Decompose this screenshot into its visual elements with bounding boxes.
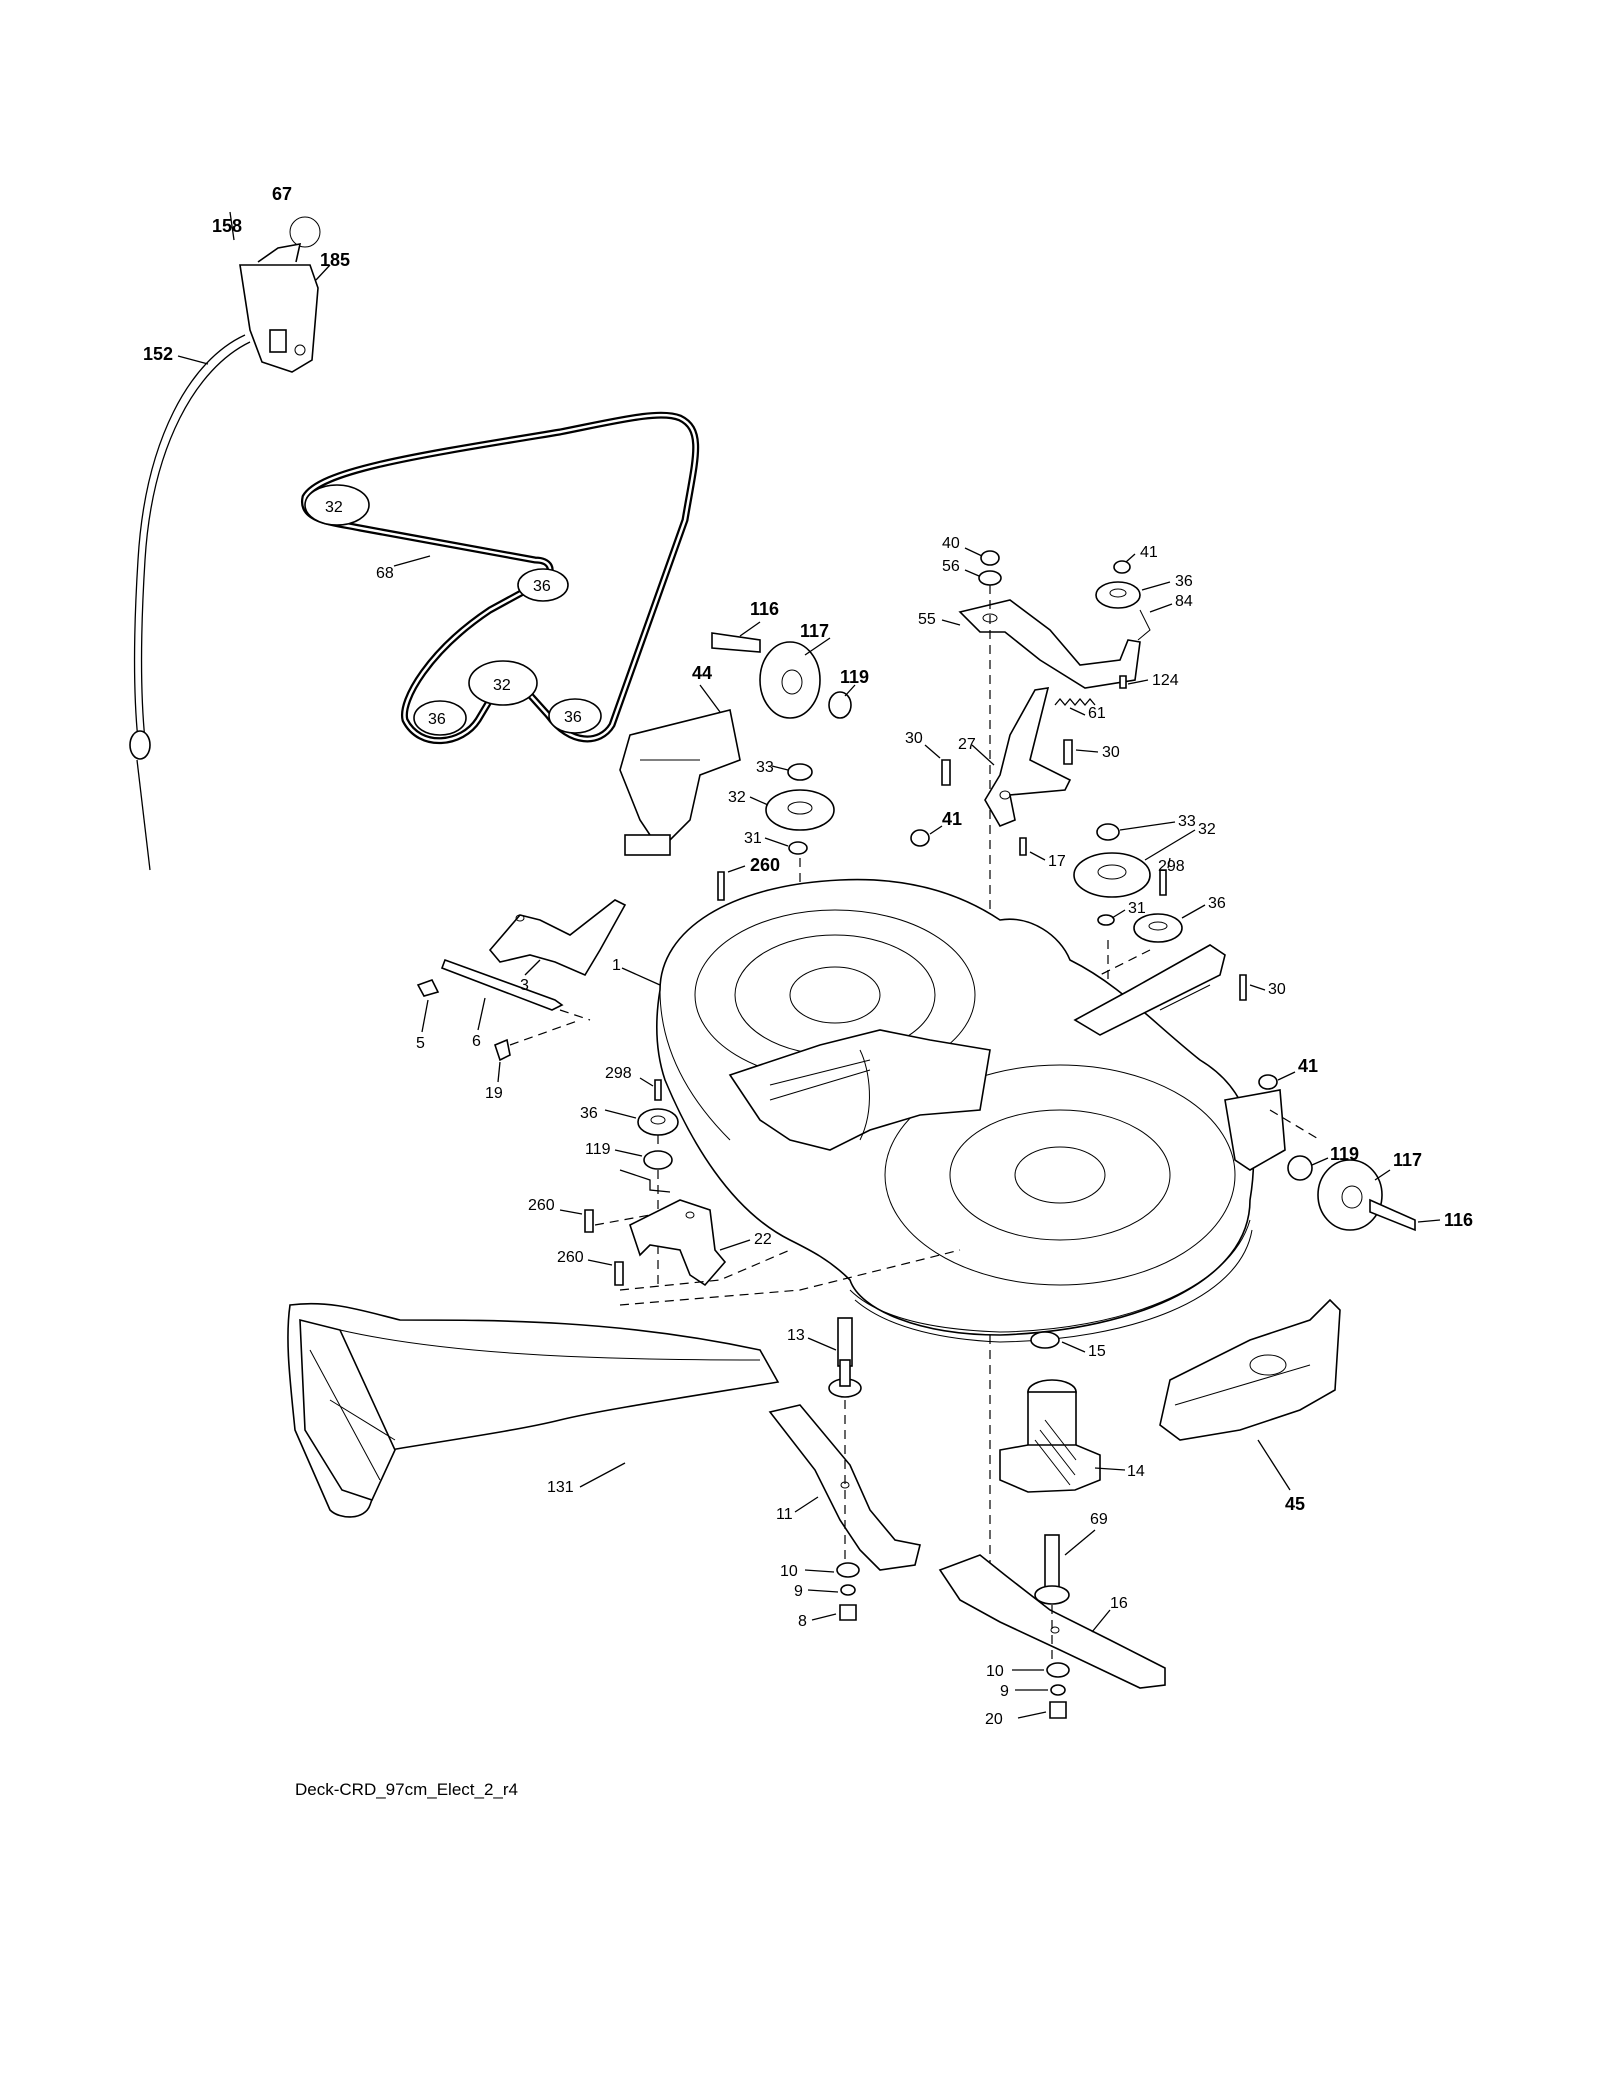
label-56: 56 xyxy=(942,558,960,575)
label-20: 20 xyxy=(985,1711,1003,1728)
label-55: 55 xyxy=(918,611,936,628)
label-67: 67 xyxy=(272,184,292,204)
label-8: 8 xyxy=(798,1613,807,1630)
label-6: 6 xyxy=(472,1033,481,1050)
discharge-chute-plate xyxy=(728,1029,991,1151)
label-131: 131 xyxy=(547,1479,574,1496)
rod-6 xyxy=(440,958,564,1011)
label-117-top: 117 xyxy=(800,621,829,641)
label-116-right: 116 xyxy=(1444,1210,1473,1230)
label-33-left: 33 xyxy=(756,759,774,776)
label-45: 45 xyxy=(1285,1494,1305,1514)
label-31-left: 31 xyxy=(744,830,762,847)
diagram-id: Deck-CRD_97cm_Elect_2_r4 xyxy=(295,1780,518,1799)
washer-stack-left xyxy=(836,1562,860,1621)
label-260-top: 260 xyxy=(750,855,780,875)
label-152: 152 xyxy=(143,344,173,364)
label-3: 3 xyxy=(520,977,529,994)
spindle-13 xyxy=(828,1317,862,1398)
label-298-left: 298 xyxy=(605,1065,632,1082)
label-40: 40 xyxy=(942,535,960,552)
gauge-wheel-right xyxy=(1287,1155,1416,1232)
label-30-mid: 30 xyxy=(1102,744,1120,761)
label-41-center: 41 xyxy=(942,809,962,829)
label-36-right: 36 xyxy=(1208,895,1226,912)
label-11: 11 xyxy=(776,1506,793,1523)
label-32-left: 32 xyxy=(728,789,746,806)
label-69: 69 xyxy=(1090,1511,1108,1528)
washer-stack-right xyxy=(1046,1662,1070,1719)
belt-pulleys xyxy=(304,484,602,736)
pulley-label-32b: 32 xyxy=(493,677,511,694)
pulley-stack-right xyxy=(1073,823,1183,943)
idler-arm-55 xyxy=(958,550,1141,689)
label-124: 124 xyxy=(1152,672,1179,689)
label-16: 16 xyxy=(1110,1595,1128,1612)
label-36-top: 36 xyxy=(1175,573,1193,590)
label-14: 14 xyxy=(1127,1463,1145,1480)
label-260-mid: 260 xyxy=(528,1197,555,1214)
label-119-top: 119 xyxy=(840,667,869,687)
label-32-right: 32 xyxy=(1198,821,1216,838)
label-9-left: 9 xyxy=(794,1583,803,1600)
label-10-left: 10 xyxy=(780,1563,798,1580)
wheel-stack-left xyxy=(619,1079,679,1193)
idler-bracket-27 xyxy=(984,687,1072,828)
discharge-chute-131 xyxy=(287,1302,780,1518)
spindle-housing-14 xyxy=(999,1379,1101,1493)
control-bracket-185 xyxy=(239,242,319,373)
pulley-label-32a: 32 xyxy=(325,499,343,516)
pulley-label-36a: 36 xyxy=(533,578,551,595)
label-119-right: 119 xyxy=(1330,1144,1359,1164)
label-61: 61 xyxy=(1088,705,1106,722)
label-84: 84 xyxy=(1175,593,1193,610)
label-30-left: 30 xyxy=(905,730,923,747)
label-13: 13 xyxy=(787,1327,805,1344)
label-158: 158 xyxy=(212,216,242,236)
wheel-bracket-right xyxy=(1073,944,1286,1171)
label-31-right: 31 xyxy=(1128,900,1146,917)
label-19: 19 xyxy=(485,1085,503,1102)
gauge-wheel-left xyxy=(711,632,852,719)
label-41-top: 41 xyxy=(1140,544,1158,561)
label-5: 5 xyxy=(416,1035,425,1052)
label-27: 27 xyxy=(958,736,976,753)
label-116-top: 116 xyxy=(750,599,779,619)
label-33-right: 33 xyxy=(1178,813,1196,830)
lever-knob-67 xyxy=(289,216,321,248)
bracket-3 xyxy=(488,899,627,977)
label-17: 17 xyxy=(1048,853,1066,870)
clip-5 xyxy=(416,979,440,997)
pulley-stack-left xyxy=(765,763,835,855)
label-41-right: 41 xyxy=(1298,1056,1318,1076)
pulley-label-36c: 36 xyxy=(564,709,582,726)
label-298-right: 298 xyxy=(1158,858,1185,875)
label-1: 1 xyxy=(612,957,621,974)
deflector-44 xyxy=(619,709,741,856)
control-cable-152 xyxy=(129,334,251,871)
label-10-right: 10 xyxy=(986,1663,1004,1680)
spring-61 xyxy=(1054,697,1096,707)
pulley-label-36b: 36 xyxy=(428,711,446,728)
label-36-left: 36 xyxy=(580,1105,598,1122)
label-68: 68 xyxy=(376,565,394,582)
label-260-bottom: 260 xyxy=(557,1249,584,1266)
label-119-left: 119 xyxy=(585,1141,611,1158)
idler-pulley-36-top xyxy=(1095,560,1151,641)
blade-11 xyxy=(768,1404,921,1571)
belt-cover-45 xyxy=(1159,1298,1341,1441)
label-9-right: 9 xyxy=(1000,1683,1009,1700)
label-185: 185 xyxy=(320,250,350,270)
label-22: 22 xyxy=(754,1231,772,1248)
bolt-19 xyxy=(494,1038,511,1062)
label-117-right: 117 xyxy=(1393,1150,1422,1170)
spindle-69 xyxy=(1034,1534,1070,1605)
bracket-22 xyxy=(629,1199,727,1287)
label-44: 44 xyxy=(692,663,712,683)
label-15: 15 xyxy=(1088,1343,1106,1360)
bearing-15 xyxy=(1030,1331,1060,1349)
callout-labels: 67 158 185 152 68 32 36 32 36 36 116 117… xyxy=(143,184,1473,1728)
label-30-right: 30 xyxy=(1268,981,1286,998)
